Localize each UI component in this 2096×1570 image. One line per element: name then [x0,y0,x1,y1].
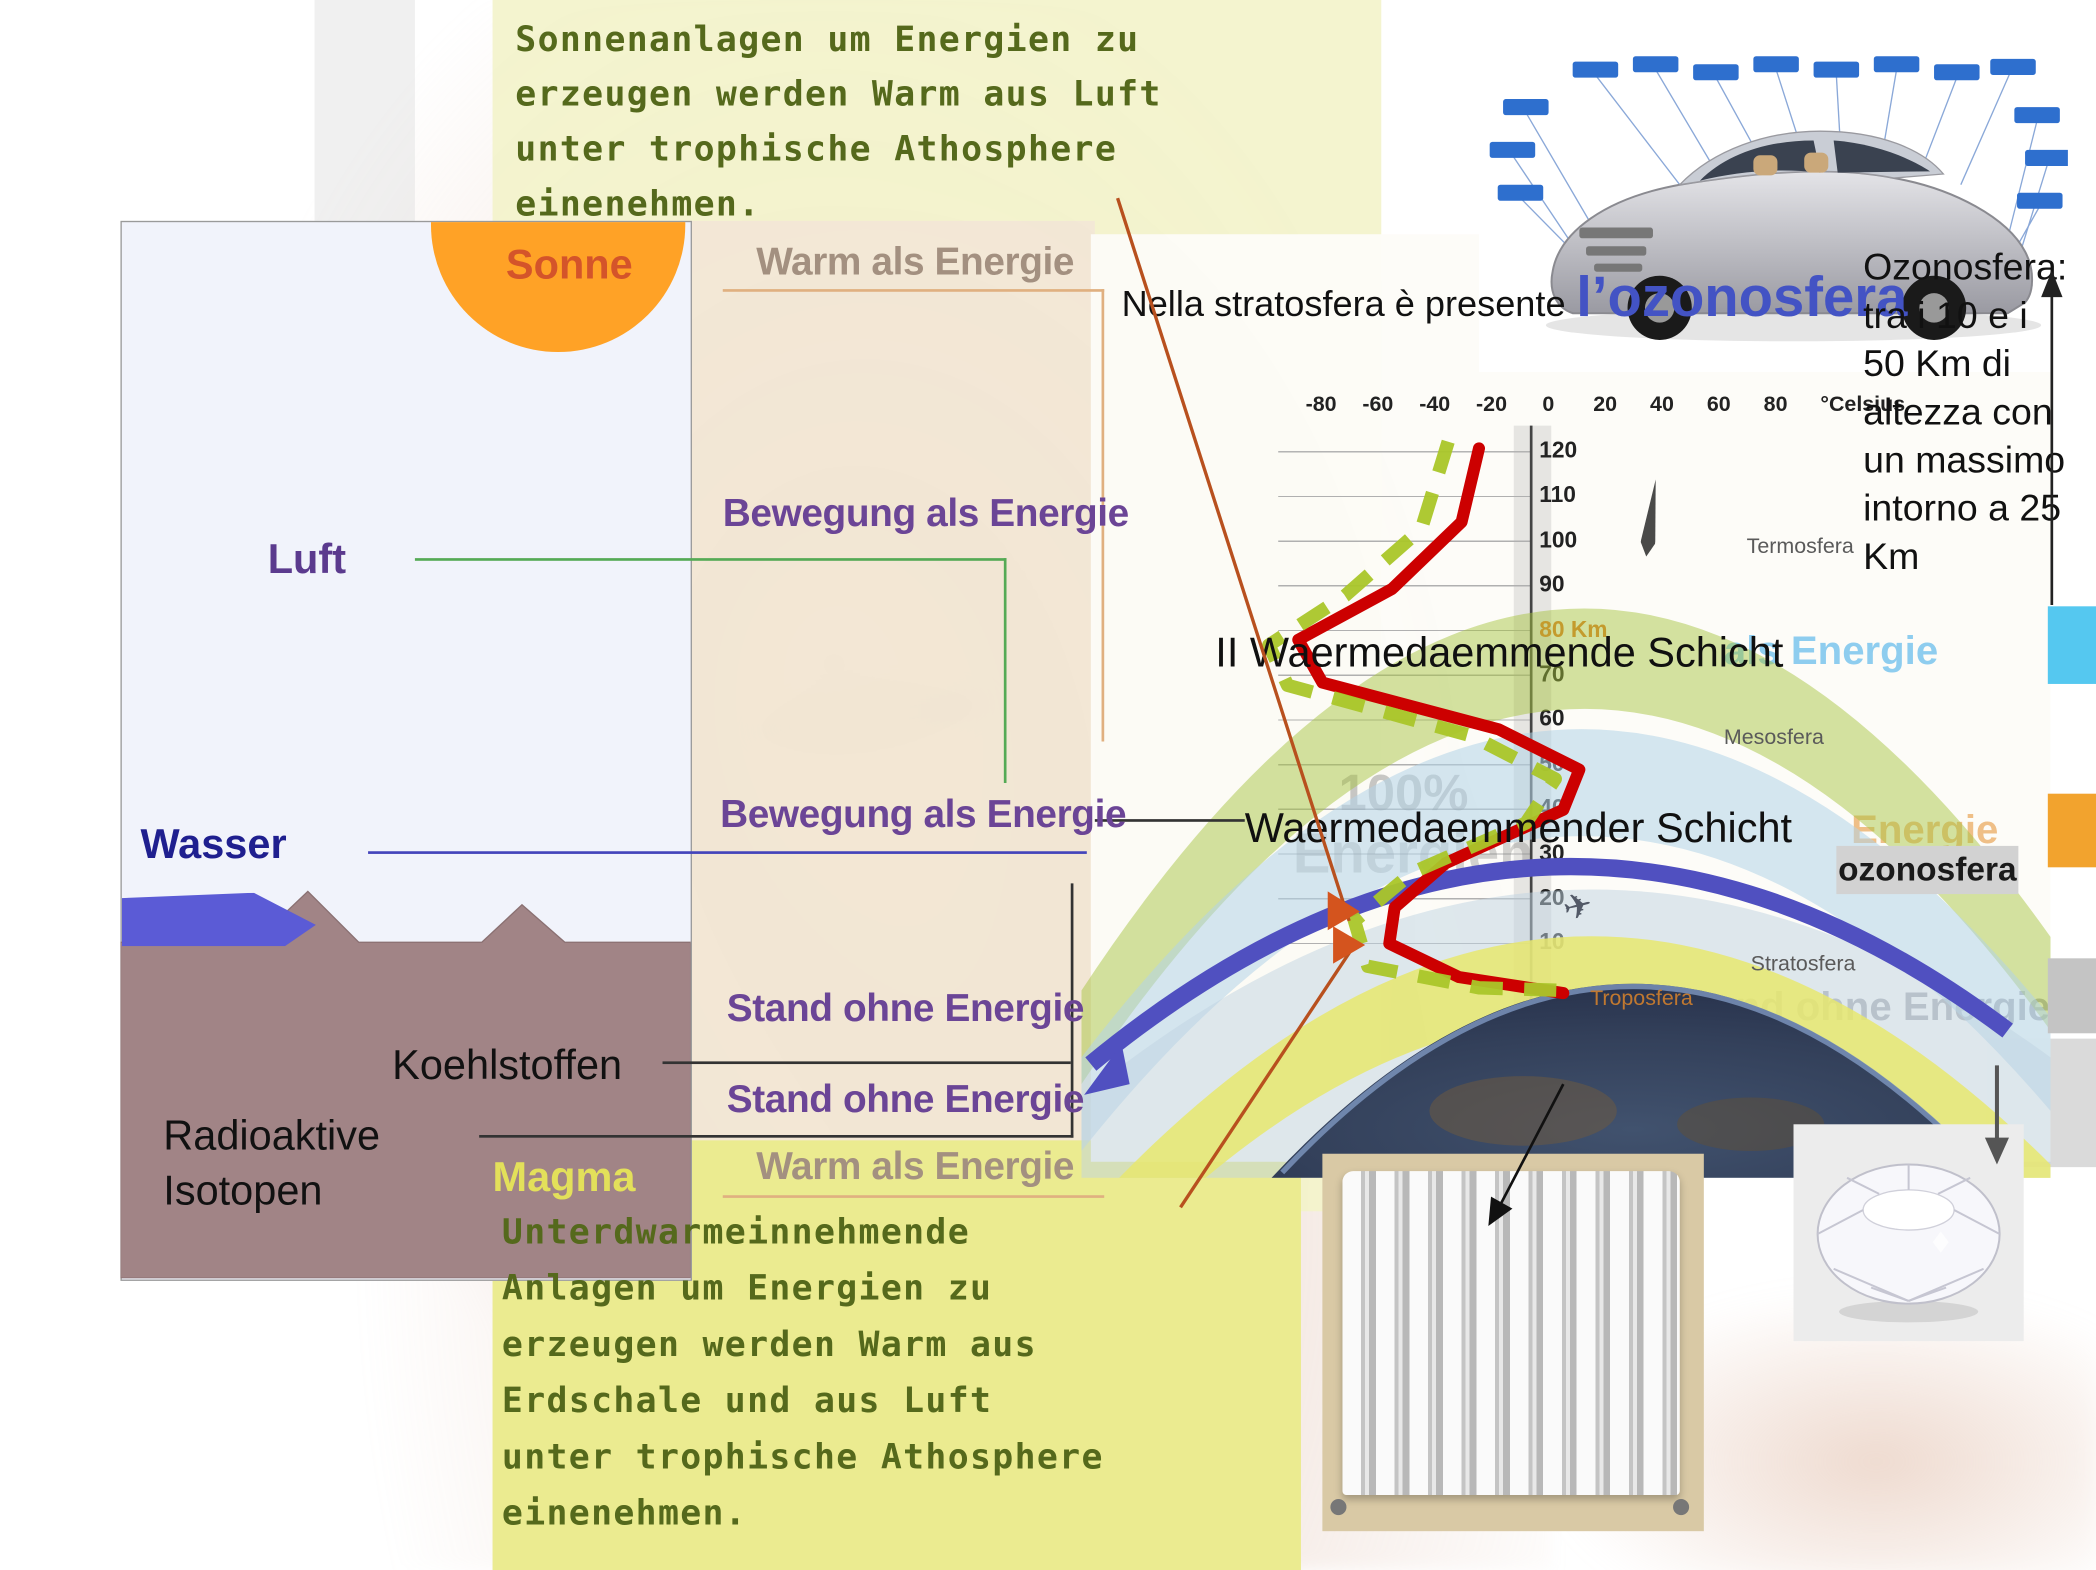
koehlstoffen-label: Koehlstoffen [392,1041,623,1089]
faded-als-energie: als Energie [1723,629,1939,674]
altitude-tick: 120 [1539,437,1578,464]
altitude-tick-80km: 80 Km [1539,607,1607,652]
land-shape [120,890,691,1279]
pink-middle-panel [689,220,1095,1212]
celsius-tick: 20 [1593,393,1618,417]
car-illustration [1489,56,2068,342]
nella-stratosfera-text: Nella stratosfera è presente [1121,283,1566,324]
celsius-tick: -40 [1419,393,1451,417]
celsius-tick: 60 [1706,393,1731,417]
stand-ohne-energie-2: Stand ohne Energie [726,1078,1085,1122]
altitude-tick: 100 [1539,527,1578,553]
termosfera-label: Termosfera [1746,535,1854,559]
mesosfera-label: Mesosfera [1723,726,1824,750]
ozonosfera-title: l’ozonosfera [1576,265,1908,328]
earth-continent [1677,1097,1825,1152]
radiator-image [1342,1171,1680,1496]
troposfera-label: Troposfera [1590,987,1693,1011]
ozonosfera-tag: ozonosfera [1836,845,2019,895]
stratosfera-heading: Nella stratosfera è presente l’ozonosfer… [1122,265,1908,329]
celsius-tick: 0 [1542,393,1555,417]
diamond-panel [1793,1124,2024,1342]
celsius-tick: -20 [1476,393,1507,417]
stratosfera-label: Stratosfera [1750,952,1856,976]
altitude-tick: 90 [1539,571,1565,598]
top-note: Sonnenanlagen um Energien zu erzeugen we… [515,20,1162,225]
altitude-tick: 60 [1539,705,1565,732]
ozonosfera-tag-label: ozonosfera [1838,850,2017,889]
bottom-note: Unterdwarmeinnehmende Anlagen um Energie… [501,1212,1104,1534]
car-part-labels [1489,56,2068,209]
radiator-foot-left [1330,1499,1347,1516]
celsius-tick: 80 [1763,393,1788,417]
radiator-foot-right [1673,1499,1690,1516]
blue-arc-arrowhead [1084,1043,1130,1095]
bewegung-als-energie-1: Bewegung als Energie [722,492,1130,536]
luft-connector-line [414,558,1007,561]
right-orange-block [2047,793,2096,868]
earth-atmosphere-glow [1280,983,1989,1175]
altitude-axis-line [1529,425,1533,1023]
warm-frame-vertical [1101,289,1105,742]
warm-top-underline [722,289,1105,292]
ozone-note: Ozonosfera: tra i 10 e i 50 Km di altezz… [1863,246,2068,577]
wasser-connector-line [368,851,1087,854]
radioaktive-isotopen-label: Radioaktive Isotopen [163,1112,381,1214]
stand-ohne-energie-1: Stand ohne Energie [726,987,1085,1031]
bewegung-als-energie-2: Bewegung als Energie [720,793,1127,837]
warm-bottom-underline [722,1195,1105,1198]
celsius-tick: 40 [1650,393,1674,417]
koehlstoffen-connector-line [662,1061,1071,1065]
luft-connector-vertical [1003,558,1007,783]
radiator-panel [1322,1153,1704,1532]
warm-als-energie-top: Warm als Energie [756,240,1075,284]
luft-label: Luft [267,535,347,583]
radioaktive-connector-line [479,1134,1074,1138]
diamond-illustration [1816,1163,2001,1323]
waermedaemmende-schicht-1: II Waermedaemmende Schicht [1215,629,1784,676]
dashed-curve-green [1262,439,1564,998]
altitude-tick: 70 [1539,652,1607,697]
waermedaemmender-schicht-2: Waermedaemmender Schicht [1244,804,1793,852]
right-gray-block [2047,958,2096,1034]
magma-label: Magma [492,1153,636,1201]
sonne-label: Sonne [505,240,633,288]
car-diagram-panel [1478,50,2068,373]
temperature-curve-red [1292,442,1586,1000]
wasser-label: Wasser [140,820,287,868]
altitude-tick: 110 [1539,482,1576,508]
celsius-tick: -60 [1362,393,1394,417]
warm-als-energie-bottom: Warm als Energie [756,1145,1075,1189]
celsius-unit: °Celsius [1820,393,1906,417]
background-gray-strip [314,0,415,221]
yellow-band [1119,936,2051,1178]
earth-continent [1429,1076,1617,1146]
bracket-vertical-line [1070,883,1074,1138]
right-blue-block [2047,606,2096,684]
